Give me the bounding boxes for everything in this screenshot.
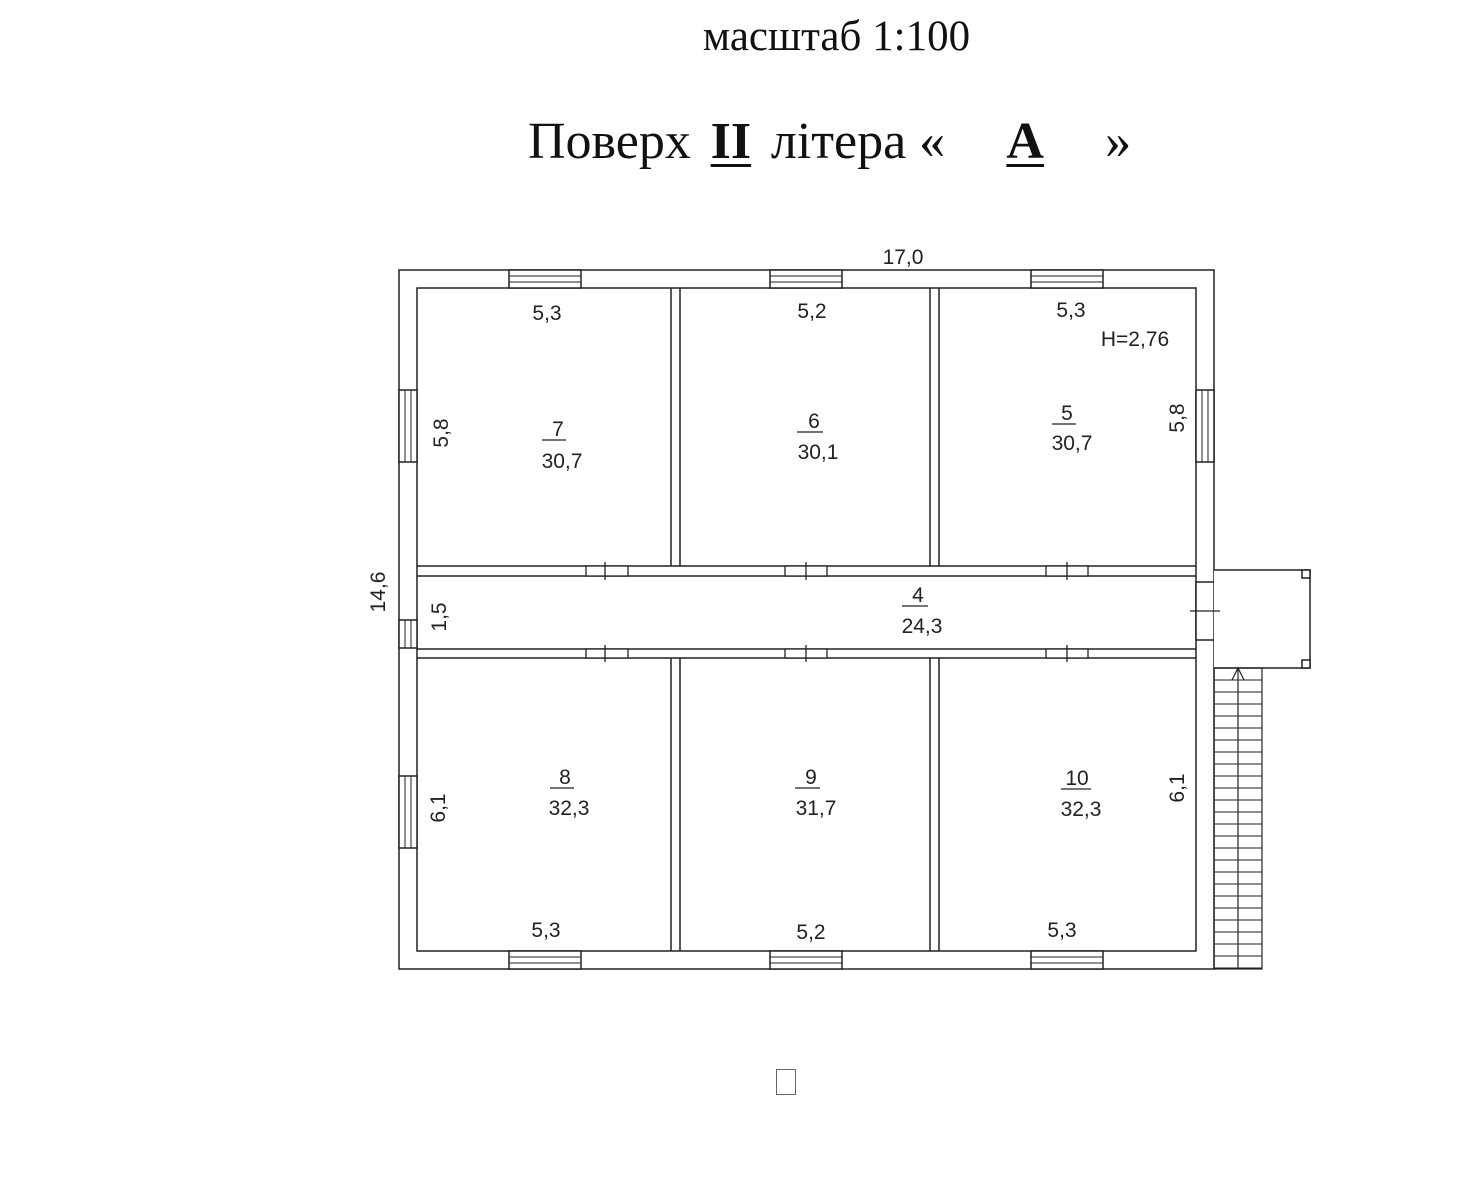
window-bottom-1: [508, 950, 582, 970]
landing-post-1: [1301, 569, 1311, 579]
staircase: [1213, 667, 1263, 970]
window-left-1: [398, 389, 418, 463]
empty-box: [776, 1069, 796, 1095]
room-6-width: 5,2: [797, 300, 826, 323]
window-right-1: [1195, 389, 1215, 463]
building-letter: А: [1006, 113, 1044, 170]
room-6-number: 6: [808, 410, 820, 433]
room-7-depth: 5,8: [430, 418, 453, 447]
room-8-number: 8: [559, 766, 571, 789]
room-10-area: 32,3: [1061, 798, 1102, 821]
room-9-area: 31,7: [796, 797, 837, 820]
room-9-width: 5,2: [796, 921, 825, 944]
room-8-width: 5,3: [531, 919, 560, 942]
room-7-width: 5,3: [532, 302, 561, 325]
window-bottom-3: [1030, 950, 1104, 970]
room-5-width: 5,3: [1056, 299, 1085, 322]
room-10-depth: 6,1: [1166, 773, 1189, 802]
room-4-area: 24,3: [902, 615, 943, 638]
inner-wall-outline: [416, 287, 1197, 952]
room-5-area: 30,7: [1052, 432, 1093, 455]
room-9-number: 9: [805, 766, 817, 789]
room-10-width: 5,3: [1047, 919, 1076, 942]
landing-post-2: [1301, 659, 1311, 669]
room-5-depth: 5,8: [1166, 403, 1189, 432]
room-6-area: 30,1: [798, 441, 839, 464]
landing: [1214, 569, 1311, 669]
room-8-area: 32,3: [549, 797, 590, 820]
room-5-number: 5: [1061, 402, 1073, 425]
floor-title: Поверх II літера « А »: [528, 112, 1131, 171]
outer-wall: [398, 269, 1215, 970]
room-7-area: 30,7: [542, 450, 583, 473]
overall-width-label: 17,0: [883, 246, 924, 269]
letter-prefix: літера «: [770, 113, 946, 170]
letter-suffix: »: [1105, 113, 1132, 170]
floor-prefix: Поверх: [528, 113, 691, 170]
room-8-depth: 6,1: [427, 793, 450, 822]
window-left-2: [398, 775, 418, 849]
room-4-number: 4: [912, 584, 924, 607]
door-room-7: [585, 565, 629, 577]
floor-number: II: [710, 113, 752, 170]
window-top-1: [508, 269, 582, 289]
room-7-number: 7: [552, 418, 564, 441]
overall-depth-label: 14,6: [367, 572, 390, 613]
window-bottom-2: [769, 950, 843, 970]
door-room-8: [585, 648, 629, 659]
window-top-3: [1030, 269, 1104, 289]
room-4-depth: 1,5: [428, 602, 451, 631]
window-top-2: [769, 269, 843, 289]
ceiling-height-label: H=2,76: [1101, 328, 1169, 351]
room-10-number: 10: [1065, 767, 1088, 790]
scale-label: масштаб 1:100: [702, 13, 971, 60]
window-left-3: [398, 619, 418, 649]
stair-arrow: [1231, 666, 1245, 681]
